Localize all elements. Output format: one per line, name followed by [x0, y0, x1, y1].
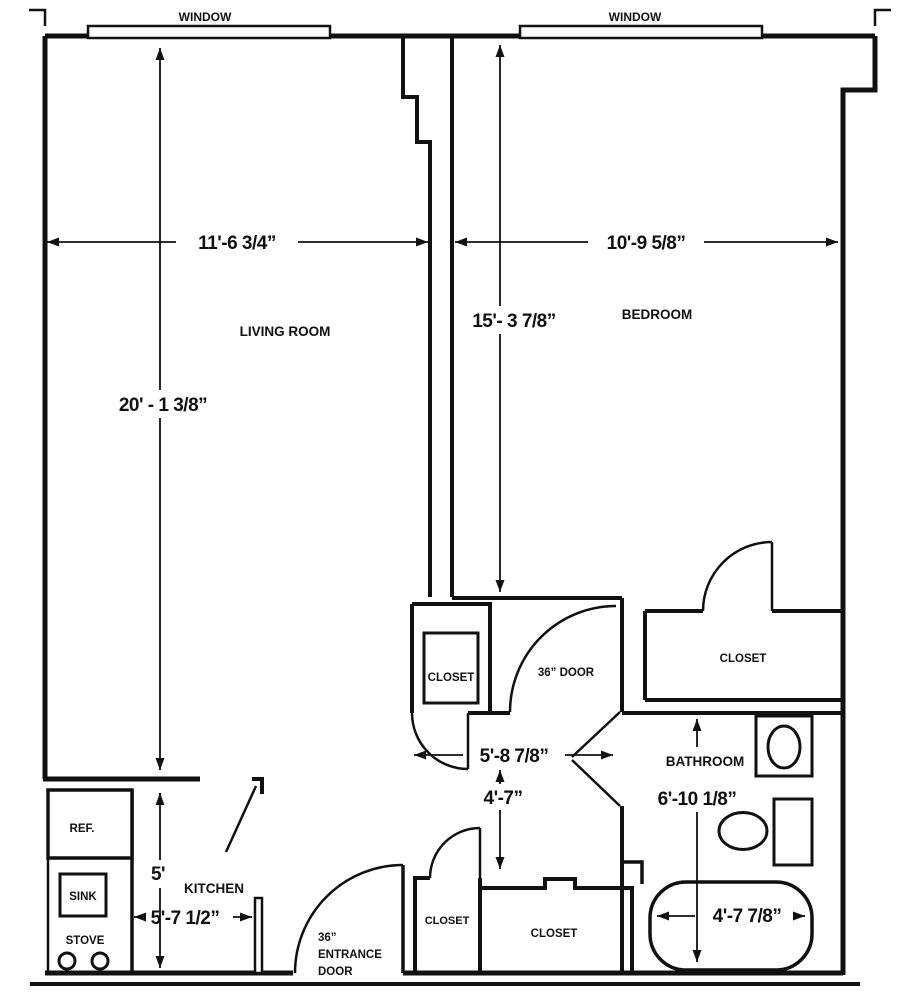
bedroom-closet-label: CLOSET: [720, 653, 767, 665]
labels: WINDOW WINDOW LIVING ROOM BEDROOM KITCHE…: [66, 10, 767, 978]
window-left: [86, 24, 332, 40]
dim-bedroom-length-text: 15'- 3 7/8”: [472, 311, 556, 332]
kitchen-sink: [58, 872, 108, 918]
dimension-lines: [47, 45, 838, 968]
walls: [30, 33, 878, 986]
stove-label: STOVE: [66, 935, 105, 947]
window-left-label: WINDOW: [179, 10, 232, 24]
toilet-tank: [772, 797, 814, 867]
dimension-labels: 11'-6 3/4” 10'-9 5/8” 20' - 1 3/8” 15'- …: [119, 233, 782, 929]
entry-closet-large-label: CLOSET: [531, 928, 578, 940]
hall-closet-interior: [422, 631, 480, 705]
wall-kitchen-stub: [253, 896, 264, 975]
bedroom-closet-door-swing-arc: [701, 540, 773, 612]
window-corner-tick-left: [29, 8, 47, 26]
kitchen-label: KITCHEN: [184, 881, 244, 896]
window-corner-tick-right: [873, 8, 891, 26]
window-right: [518, 24, 764, 40]
hall-closet-door-swing-arc: [410, 712, 469, 771]
wall-entry-closet-large: [480, 877, 634, 973]
bedroom-label: BEDROOM: [622, 307, 693, 322]
bathroom-door-leaf-upper: [571, 711, 621, 758]
toilet-bowl: [717, 811, 769, 851]
entry-closet-door-swing-arc: [428, 826, 481, 879]
stove-burner-right: [90, 951, 110, 971]
dim-kitchen-width-text: 5'-7 1/2”: [151, 908, 220, 929]
doors: [224, 540, 774, 974]
dim-living-width-text: 11'-6 3/4”: [198, 233, 276, 254]
dim-hall-width-text: 5'-8 7/8”: [480, 746, 549, 767]
sink-label: SINK: [69, 891, 97, 903]
lavatory-counter: [754, 714, 814, 778]
bathroom-label: BATHROOM: [666, 754, 745, 769]
bathtub: [648, 880, 814, 972]
interior-door-label: 36” DOOR: [538, 667, 595, 679]
living-room-label: LIVING ROOM: [240, 324, 331, 339]
wall-entry-closet-small: [413, 876, 430, 973]
entrance-door-swing-arc: [293, 863, 404, 974]
entrance-door-label-line1: 36”: [318, 932, 337, 944]
entrance-door-label-line2: ENTRANCE: [318, 949, 382, 961]
dim-hall-length-text: 4'-7”: [484, 788, 523, 809]
dim-bathroom-length-text: 6'-10 1/8”: [658, 789, 737, 810]
dim-bathtub-length-text: 4'-7 7/8”: [713, 906, 782, 927]
kitchen-door-leaf: [224, 785, 258, 853]
bathroom-door-leaf-lower: [571, 759, 621, 807]
lavatory-basin: [766, 724, 802, 770]
dim-bedroom-width-text: 10'-9 5/8”: [607, 233, 686, 254]
wall-right: [840, 36, 878, 975]
hall-closet-label: CLOSET: [428, 672, 475, 684]
window-right-label: WINDOW: [609, 10, 662, 24]
entry-closet-small-label: CLOSET: [425, 915, 470, 927]
entrance-door-label-line3: DOOR: [318, 966, 353, 978]
stove-burner-left: [57, 951, 77, 971]
wall-divider-left: [401, 36, 432, 597]
refrigerator: [46, 788, 134, 860]
wall-kitchen-door-stub: [252, 777, 264, 794]
interior-door-swing-arc: [508, 604, 617, 713]
refrigerator-label: REF.: [70, 823, 95, 835]
dim-living-length-text: 20' - 1 3/8”: [119, 395, 207, 416]
kitchen-fixtures: [46, 788, 134, 971]
wall-hall-closet-top-right: [412, 602, 492, 713]
windows: [29, 8, 891, 40]
dim-kitchen-length-text: 5': [151, 864, 165, 885]
bathroom-fixtures: [648, 714, 814, 972]
wall-bath-tub-jog: [622, 860, 644, 884]
